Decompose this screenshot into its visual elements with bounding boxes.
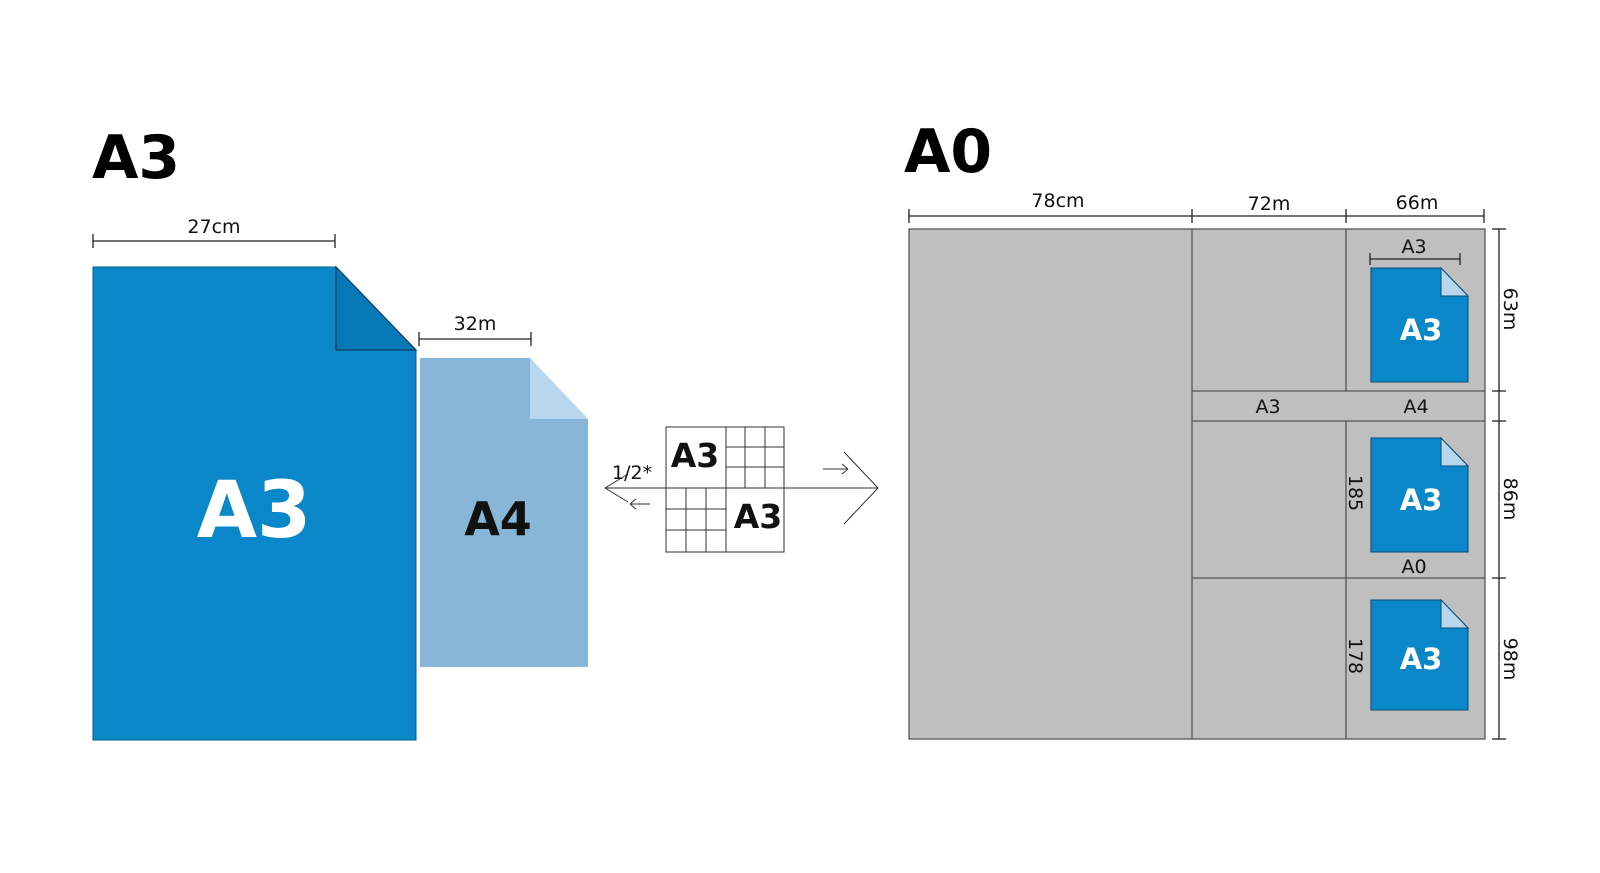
- a3-folded-corner: [335, 265, 418, 351]
- upper-grid-box: [665, 426, 785, 489]
- side-label-185: 185: [1344, 475, 1366, 511]
- left-arrowhead: [604, 473, 629, 503]
- a4-folded-corner: [530, 358, 588, 419]
- left-title: A3: [92, 123, 180, 193]
- small-right-arrow: [823, 463, 849, 475]
- a4-sheet: [420, 358, 588, 667]
- side-label-178: 178: [1344, 638, 1366, 674]
- left-panel: A3 27cm A3 32m A4: [92, 123, 588, 741]
- a4-width-label: 32m: [454, 313, 497, 335]
- conversion-graphic: 1/2* A3 A3: [604, 426, 879, 553]
- col1-width-label: 78cm: [1031, 190, 1084, 212]
- band-label-right: A4: [1403, 396, 1428, 418]
- row1-height-label: 63m: [1499, 288, 1521, 331]
- row3-height-label: 98m: [1499, 638, 1521, 681]
- a3-sheet-3-label: A3: [1400, 642, 1443, 676]
- small-left-arrow: [629, 498, 650, 510]
- row2-height-label: 86m: [1499, 478, 1521, 521]
- right-arrowhead: [843, 451, 879, 525]
- right-panel: A0 78cm 72m 66m A3 A4 A3 A3 A3 A0: [904, 117, 1521, 740]
- a3-width-label: 27cm: [187, 216, 240, 238]
- right-title: A0: [904, 117, 992, 187]
- lower-grid-label: A3: [734, 497, 783, 536]
- a3-sheet-1-corner: [1440, 266, 1470, 297]
- middle-cell-label: A0: [1401, 556, 1426, 578]
- a4-sheet-label: A4: [464, 492, 532, 546]
- a3-sheet-2-label: A3: [1400, 483, 1443, 517]
- col2-width-label: 72m: [1248, 193, 1291, 215]
- a3-sheet-3-corner: [1440, 598, 1470, 629]
- sheet-top-label: A3: [1401, 236, 1426, 258]
- a3-sheet-1-label: A3: [1400, 313, 1443, 347]
- a3-sheet: [92, 266, 417, 741]
- band-label-left: A3: [1255, 396, 1280, 418]
- col3-width-label: 66m: [1396, 192, 1439, 214]
- upper-grid-label: A3: [671, 436, 720, 475]
- a3-sheet-label: A3: [197, 466, 312, 556]
- a3-sheet-2-corner: [1440, 436, 1470, 467]
- ratio-label: 1/2*: [612, 462, 652, 484]
